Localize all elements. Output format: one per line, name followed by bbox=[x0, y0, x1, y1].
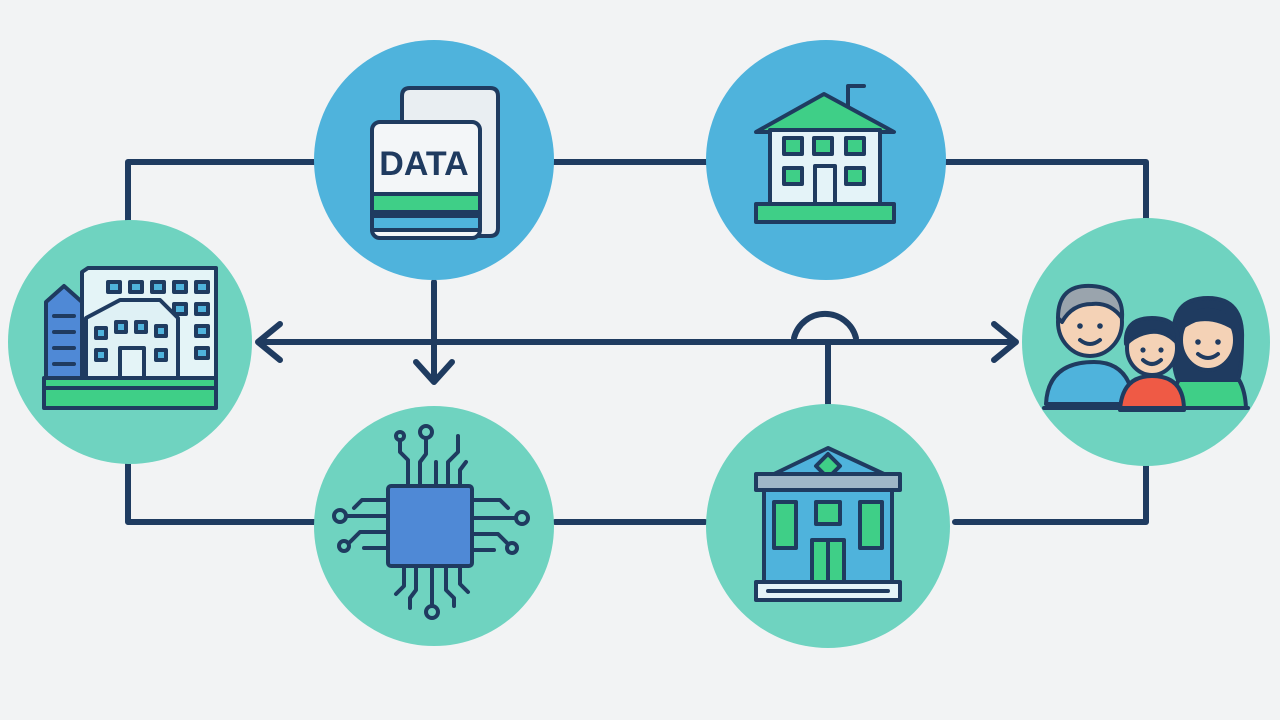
microchip-icon bbox=[332, 424, 530, 620]
connector-city-to-data bbox=[125, 159, 333, 231]
right-arrowhead bbox=[991, 321, 1019, 363]
house-icon bbox=[754, 84, 896, 224]
node-public-building bbox=[706, 404, 950, 648]
public-building-icon bbox=[754, 446, 902, 602]
connectors bbox=[125, 159, 1149, 525]
connector-city-to-chip bbox=[125, 457, 321, 525]
node-house bbox=[706, 40, 946, 280]
connector-building-to-family bbox=[952, 455, 1149, 525]
node-city bbox=[8, 220, 252, 464]
node-microchip bbox=[314, 406, 554, 646]
city-buildings-icon bbox=[42, 266, 218, 410]
node-data-document: DATA bbox=[314, 40, 554, 280]
down-arrowhead bbox=[413, 359, 455, 385]
data-document-icon: DATA bbox=[370, 86, 500, 240]
line-crossover-bridge bbox=[791, 310, 859, 341]
left-arrowhead bbox=[255, 321, 283, 363]
connector-house-to-family bbox=[937, 159, 1149, 231]
data-label: DATA bbox=[379, 145, 468, 183]
family-icon bbox=[1042, 283, 1250, 412]
node-family bbox=[1022, 218, 1270, 466]
